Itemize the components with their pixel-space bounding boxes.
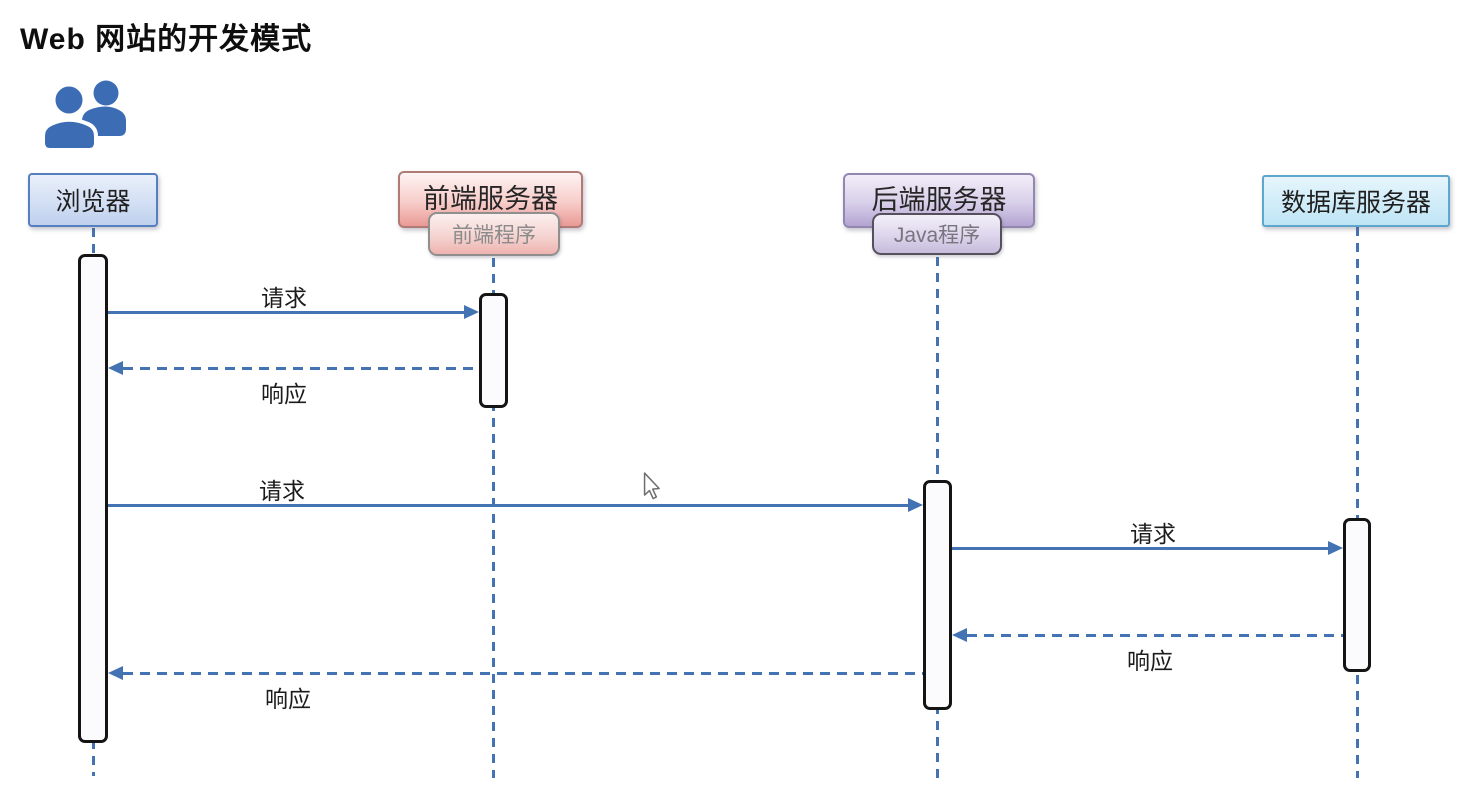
lifeline-head-browser: 浏览器 bbox=[28, 173, 158, 227]
message-label: 请求 bbox=[1130, 521, 1176, 547]
lifeline-label: 后端服务器 bbox=[871, 185, 1007, 215]
lifeline-subbox-frontend-program: 前端程序 bbox=[428, 212, 560, 256]
lifeline-head-database-server: 数据库服务器 bbox=[1262, 175, 1450, 227]
page-title: Web 网站的开发模式 bbox=[20, 23, 313, 56]
message-label: 请求 bbox=[259, 478, 305, 504]
message-line-request-1 bbox=[108, 310, 466, 314]
lifeline-frontend bbox=[491, 258, 495, 778]
users-icon bbox=[41, 80, 126, 150]
lifeline-label: 前端服务器 bbox=[423, 184, 558, 214]
arrowhead-right-icon bbox=[464, 304, 479, 319]
arrowhead-right-icon bbox=[1328, 540, 1343, 555]
activation-bar-backend bbox=[923, 480, 952, 710]
message-line-request-3 bbox=[952, 546, 1328, 550]
arrowhead-left-icon bbox=[952, 627, 967, 642]
arrowhead-right-icon bbox=[908, 497, 923, 512]
lifeline-sublabel: 前端程序 bbox=[452, 224, 536, 247]
arrowhead-left-icon bbox=[108, 360, 123, 375]
message-label: 请求 bbox=[261, 285, 307, 311]
activation-bar-frontend bbox=[479, 293, 508, 408]
activation-bar-database bbox=[1343, 518, 1371, 672]
message-line-request-2 bbox=[108, 503, 908, 507]
message-line-response-2 bbox=[967, 633, 1343, 637]
message-line-response-3 bbox=[123, 671, 923, 675]
arrowhead-left-icon bbox=[108, 665, 123, 680]
mouse-cursor bbox=[643, 472, 660, 500]
activation-bar-browser bbox=[78, 254, 108, 743]
lifeline-label: 数据库服务器 bbox=[1280, 189, 1431, 217]
message-label: 响应 bbox=[1127, 648, 1173, 674]
message-line-response-1 bbox=[123, 366, 479, 370]
lifeline-subbox-java-program: Java程序 bbox=[872, 213, 1002, 255]
lifeline-label: 浏览器 bbox=[55, 188, 131, 216]
message-label: 响应 bbox=[265, 686, 311, 712]
lifeline-database bbox=[1355, 227, 1359, 778]
message-label: 响应 bbox=[261, 381, 307, 407]
lifeline-sublabel: Java程序 bbox=[893, 224, 981, 247]
